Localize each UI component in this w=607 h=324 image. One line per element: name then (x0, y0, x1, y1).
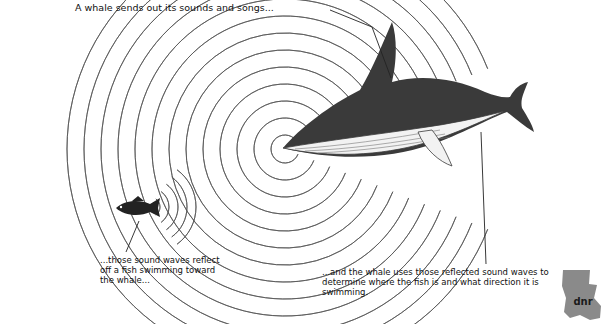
fish (116, 196, 160, 217)
whale (283, 22, 534, 166)
leader-line (126, 221, 139, 252)
leader-line (481, 132, 486, 264)
callout-text: ...and the whale uses those reflected so… (322, 268, 558, 297)
whale-belly (283, 111, 505, 154)
callout-text: A whale sends out its sounds and songs..… (75, 3, 337, 14)
logo-shape (562, 270, 601, 320)
fish-fin (132, 196, 144, 201)
reflected-waves (156, 170, 196, 244)
fish-eye (120, 206, 122, 208)
reflected-wave (177, 170, 196, 244)
reflected-wave (172, 177, 187, 237)
logo-text: dnr (570, 296, 596, 308)
reflected-wave (166, 184, 178, 229)
leader-line (330, 10, 391, 78)
callout-text: ...those sound waves reflect off a fish … (100, 256, 228, 285)
whale-flipper (418, 130, 452, 166)
whale-body (283, 22, 534, 157)
reflected-wave (161, 192, 169, 223)
